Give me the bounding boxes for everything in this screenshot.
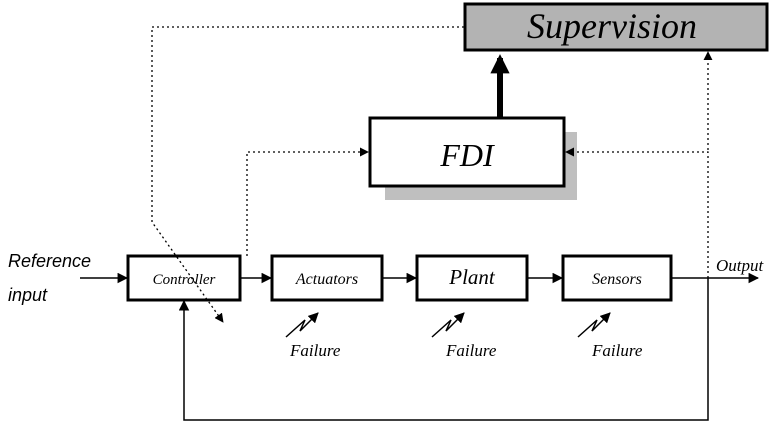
fdi-block: FDI [368, 116, 577, 200]
dotted-output-to-fdi [565, 147, 709, 278]
failure-sensors: Failure [577, 312, 643, 360]
dotted-controller-to-fdi [246, 147, 369, 256]
failure-actuators: Failure [285, 312, 341, 360]
sensors-block: Sensors [561, 254, 673, 302]
failure-sensors-label: Failure [591, 341, 643, 360]
failure-actuators-label: Failure [289, 341, 341, 360]
plant-label: Plant [448, 265, 496, 289]
failure-plant-label: Failure [445, 341, 497, 360]
fdi-label: FDI [439, 137, 495, 173]
output-label: Output [716, 256, 765, 275]
supervision-box [463, 2, 769, 52]
feedback-loop-arrow [178, 278, 709, 421]
lightning-icon [577, 312, 611, 338]
reference-input-label-line2: input [8, 285, 48, 305]
fdi-box [368, 116, 566, 188]
actuators-block: Actuators [270, 254, 384, 302]
lightning-icon [285, 312, 319, 338]
plant-block: Plant [415, 254, 529, 302]
supervision-block: Supervision [463, 2, 769, 52]
actuators-label: Actuators [295, 271, 358, 288]
reference-input-label-line1: Reference [8, 251, 91, 271]
sensors-label: Sensors [592, 271, 642, 288]
supervision-label: Supervision [527, 6, 697, 46]
controller-box [126, 254, 242, 302]
controller-label: Controller [153, 272, 216, 288]
controller-block: Controller [126, 254, 242, 302]
dotted-supervision-to-controller [151, 26, 464, 323]
failure-plant: Failure [431, 312, 497, 360]
lightning-icon [431, 312, 465, 338]
